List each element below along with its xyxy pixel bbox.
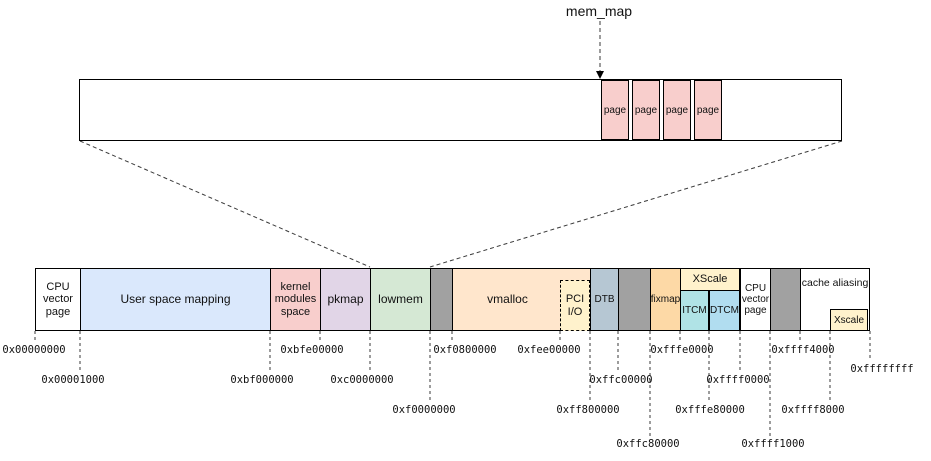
address-label-0xffffffff: 0xffffffff — [850, 363, 914, 375]
cpu-vector-page-low: CPU vector page — [35, 268, 80, 331]
xscale-region: XScale — [680, 268, 740, 291]
address-label-0xffff0000: 0xffff0000 — [706, 374, 770, 386]
fixmap-label: fixmap — [650, 293, 681, 305]
pci-io-label: PCI I/O — [565, 293, 585, 318]
page-cell: page — [663, 80, 691, 140]
kernel-modules-space: kernel modules space — [270, 268, 320, 331]
user-space-mapping: User space mapping — [80, 268, 270, 331]
xscale-alias: Xscale — [830, 309, 868, 331]
pkmap-label: pkmap — [327, 291, 364, 306]
address-label-0xfee00000: 0xfee00000 — [517, 344, 581, 356]
user-space-mapping-label: User space mapping — [120, 291, 231, 306]
mem-map-arrowhead — [596, 71, 604, 79]
address-label-0xff800000: 0xff800000 — [556, 404, 620, 416]
page-cell: page — [694, 80, 722, 140]
address-label-0xf0800000: 0xf0800000 — [433, 344, 497, 356]
page-cell: page — [632, 80, 660, 140]
zoom-line-left — [79, 140, 371, 268]
pci-io: PCI I/O — [560, 280, 590, 331]
dtb: DTB — [590, 268, 618, 331]
lowmem: lowmem — [370, 268, 430, 331]
kernel-modules-space-label: kernel modules space — [274, 281, 317, 318]
address-label-0xffc00000: 0xffc00000 — [589, 374, 653, 386]
address-label-0xffff8000: 0xffff8000 — [781, 404, 845, 416]
zoom-line-right — [429, 140, 843, 268]
address-label-0xf0000000: 0xf0000000 — [392, 404, 456, 416]
address-label-0xffff4000: 0xffff4000 — [771, 344, 835, 356]
itcm: ITCM — [680, 290, 709, 331]
cpu-vector-page-low-label: CPU vector page — [43, 281, 73, 318]
cache-aliasing-label: cache aliasing — [801, 277, 869, 289]
cpu-vector-page-high: CPU vector page — [740, 268, 770, 331]
lowmem-label: lowmem — [378, 291, 423, 306]
mem-map-label: mem_map — [565, 3, 633, 19]
dtb-label: DTB — [594, 293, 615, 305]
dtcm: DTCM — [709, 290, 740, 331]
itcm-label: ITCM — [682, 305, 707, 316]
xscale-alias-label: Xscale — [833, 314, 864, 326]
address-label-0x00000000: 0x00000000 — [2, 344, 66, 356]
address-label-0xffff1000: 0xffff1000 — [741, 438, 805, 450]
dtcm-label: DTCM — [710, 305, 739, 316]
address-label-0x00001000: 0x00001000 — [41, 374, 105, 386]
address-label-0xffc80000: 0xffc80000 — [616, 438, 680, 450]
pkmap: pkmap — [320, 268, 370, 331]
cpu-vector-page-high-label: CPU vector page — [741, 282, 770, 317]
xscale-region-label: XScale — [692, 273, 728, 286]
address-label-0xfffe0000: 0xfffe0000 — [650, 344, 714, 356]
page-cell: page — [601, 80, 629, 140]
vmalloc-label: vmalloc — [487, 291, 528, 306]
address-label-0xc0000000: 0xc0000000 — [330, 374, 394, 386]
reserved-gap-3 — [770, 268, 800, 331]
reserved-gap-2 — [618, 268, 650, 331]
mem-map-overview-box — [79, 79, 842, 141]
fixmap: fixmap — [650, 268, 680, 331]
address-label-0xbfe00000: 0xbfe00000 — [280, 344, 344, 356]
address-label-0xbf000000: 0xbf000000 — [230, 374, 294, 386]
address-label-0xfffe80000: 0xfffe80000 — [675, 404, 745, 416]
reserved-gap-1 — [430, 268, 452, 331]
